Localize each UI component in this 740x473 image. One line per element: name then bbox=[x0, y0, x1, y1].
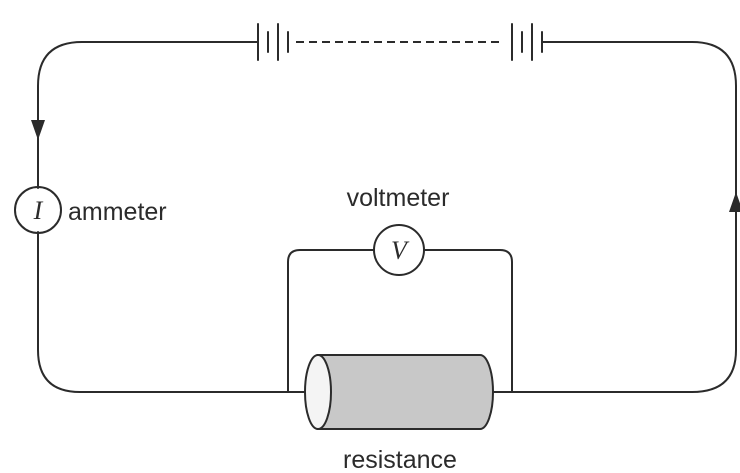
resistance-label: resistance bbox=[343, 446, 457, 473]
battery-cell-right bbox=[511, 23, 549, 61]
voltmeter-label: voltmeter bbox=[347, 184, 450, 212]
ammeter-circle bbox=[14, 186, 62, 234]
voltmeter-circle bbox=[373, 224, 425, 276]
wire-left-lower bbox=[37, 231, 311, 393]
current-arrow-right bbox=[729, 192, 740, 212]
voltmeter-wire bbox=[287, 249, 375, 393]
battery-cell-left bbox=[249, 23, 289, 61]
ammeter-label: ammeter bbox=[68, 198, 167, 226]
ammeter-symbol: I bbox=[33, 196, 44, 225]
resistor-body bbox=[317, 354, 494, 430]
resistor bbox=[304, 354, 494, 430]
wire-top-left bbox=[37, 41, 251, 189]
resistor-end-cap bbox=[304, 354, 332, 430]
ammeter: I bbox=[14, 186, 62, 234]
voltmeter-symbol: V bbox=[391, 236, 410, 265]
current-arrow-left bbox=[31, 120, 45, 140]
wire-bottom-right bbox=[491, 41, 737, 393]
voltmeter-wire-right bbox=[423, 249, 513, 393]
voltmeter: V bbox=[373, 224, 425, 276]
